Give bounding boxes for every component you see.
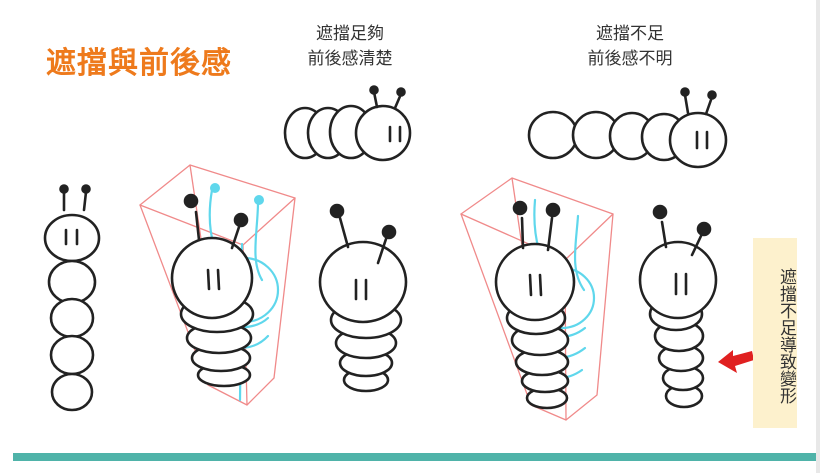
side-note: 遮擋不足導致變形	[753, 238, 797, 428]
caterpillar-side-sufficient	[283, 85, 412, 162]
caption-sufficient-occlusion: 遮擋足夠 前後感清楚	[290, 22, 410, 72]
bottom-accent-bar	[13, 453, 818, 461]
arrow-icon	[718, 350, 754, 373]
caption-insufficient-occlusion: 遮擋不足 前後感不明	[565, 22, 695, 72]
caterpillar-front-view	[43, 184, 101, 412]
caption-line: 遮擋足夠	[316, 24, 384, 44]
caterpillar-deformed	[638, 204, 718, 409]
caterpillar-34-view-sufficient	[318, 203, 408, 393]
caption-line: 遮擋不足	[596, 24, 664, 44]
caterpillar-34-view-box	[170, 193, 255, 388]
caterpillar-side-insufficient	[527, 87, 728, 169]
caterpillar-34-view-box-insufficient	[494, 200, 576, 410]
caption-line: 前後感清楚	[307, 49, 393, 69]
right-edge	[816, 0, 820, 473]
caption-line: 前後感不明	[587, 49, 673, 69]
slide-title: 遮擋與前後感	[46, 46, 232, 81]
